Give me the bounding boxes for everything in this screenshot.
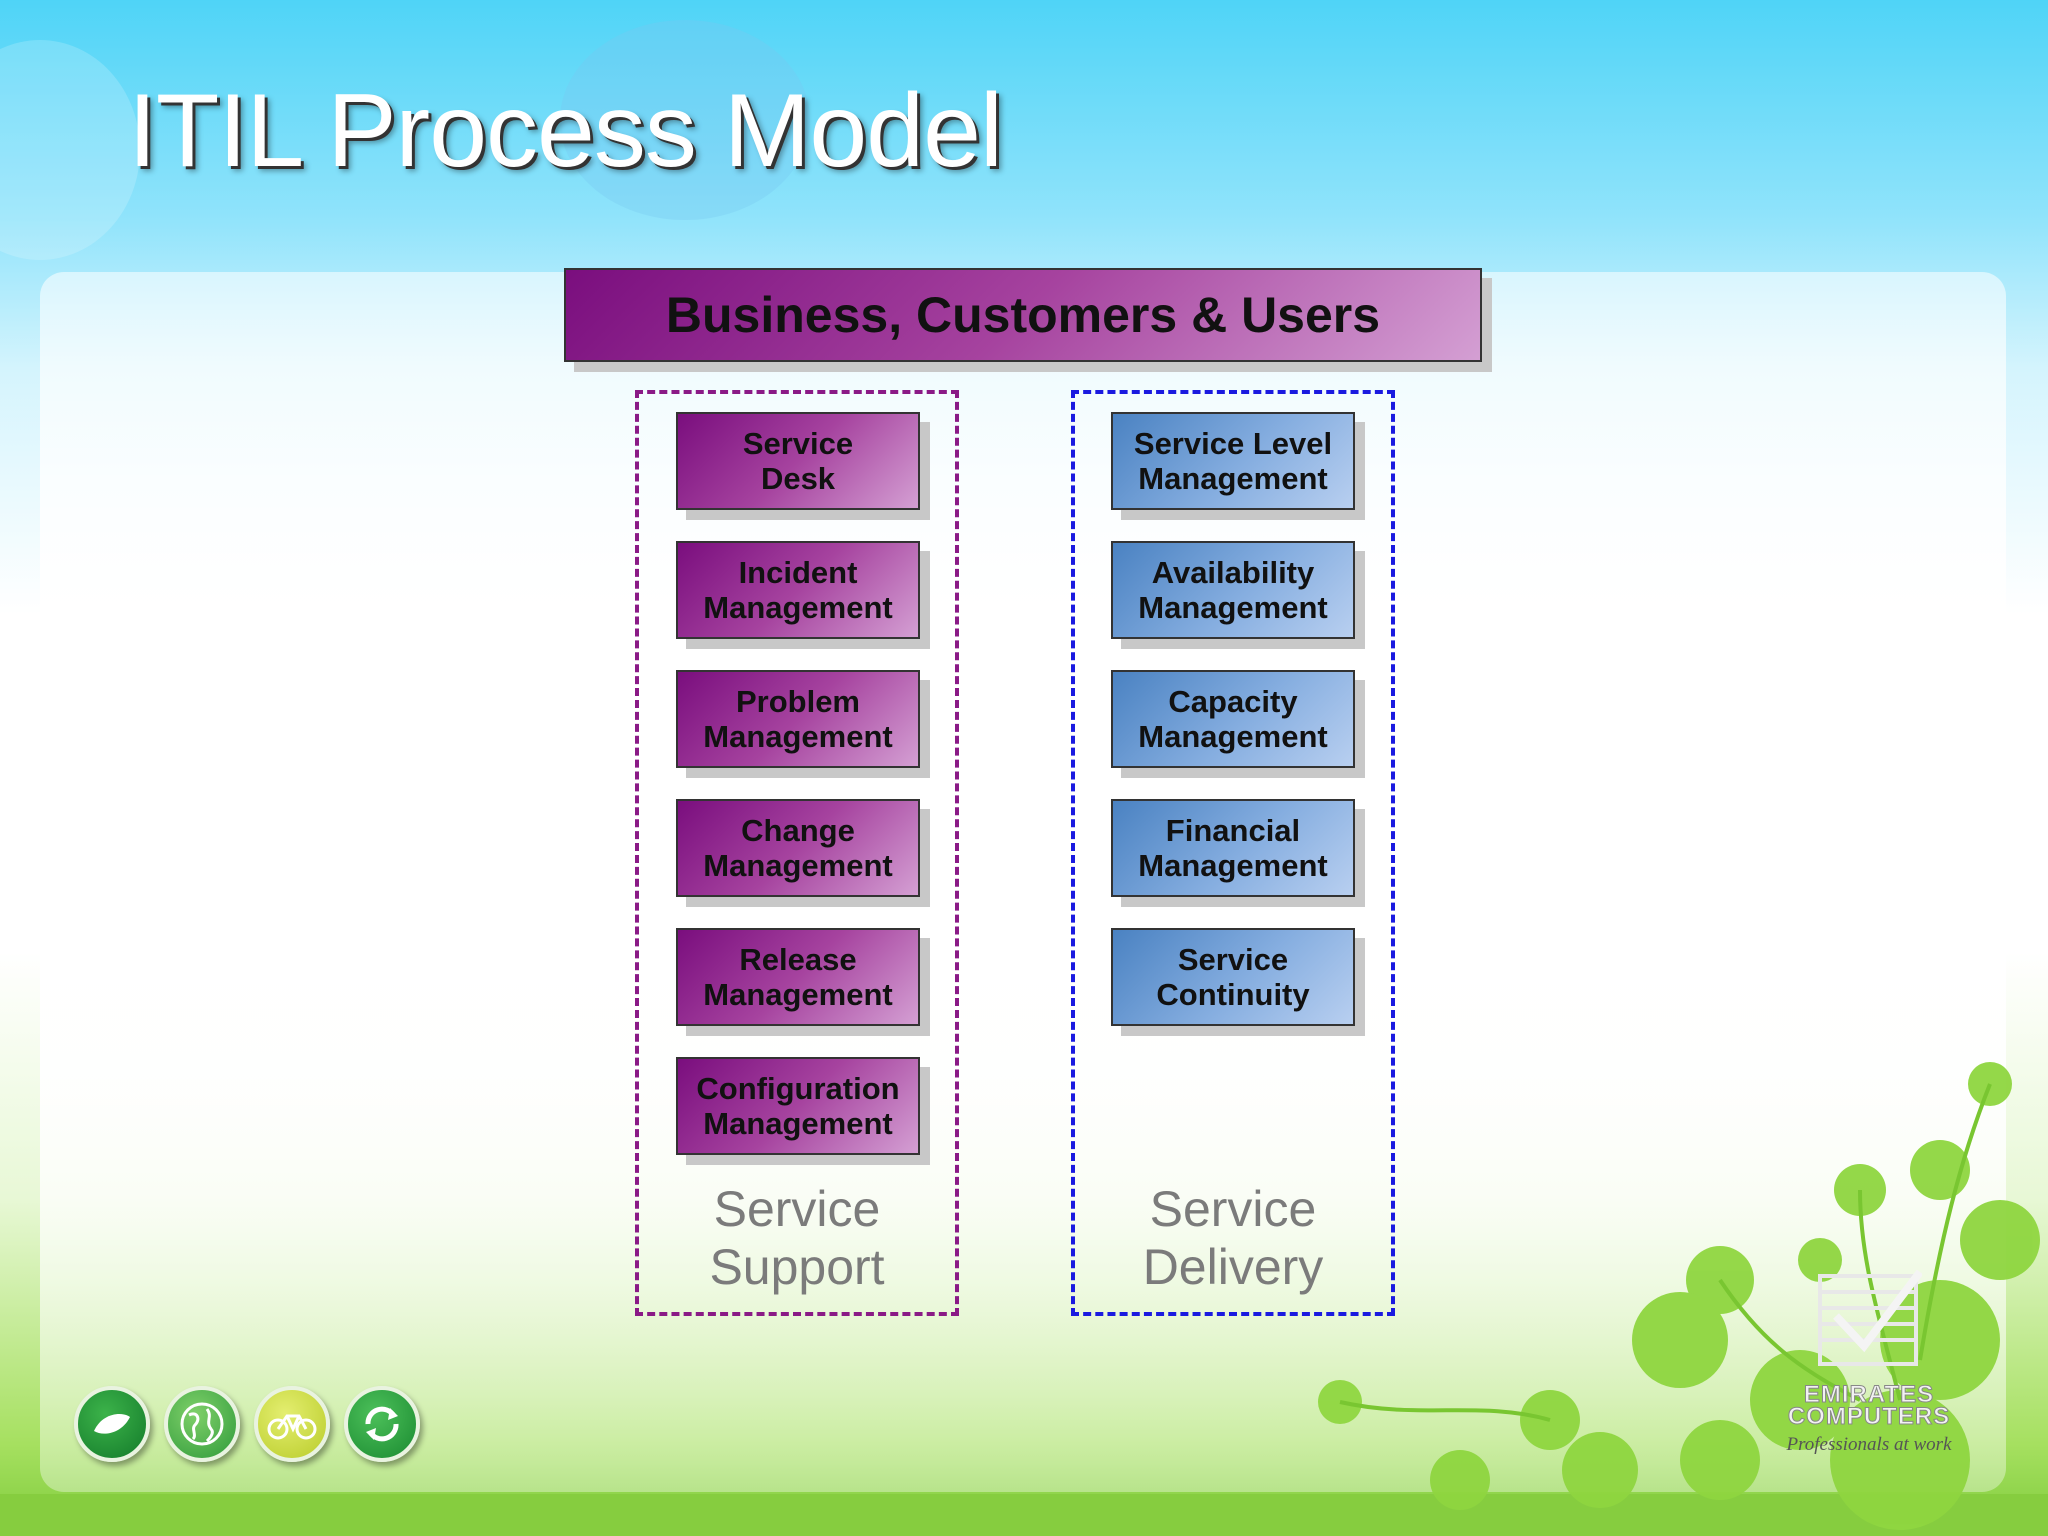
- emirates-computers-logo: EMIRATES COMPUTERS Professionals at work: [1764, 1266, 1974, 1466]
- service-desk-box: Service Desk: [676, 412, 920, 510]
- bicycle-icon: [267, 1414, 317, 1440]
- configuration-management-box: Configuration Management: [676, 1057, 920, 1155]
- problem-management-box: Problem Management: [676, 670, 920, 768]
- logo-tagline: Professionals at work: [1786, 1434, 1952, 1455]
- financial-management-box: Financial Management: [1111, 799, 1355, 897]
- globe-icon: [180, 1402, 224, 1446]
- change-management-box: Change Management: [676, 799, 920, 897]
- release-management-box: Release Management: [676, 928, 920, 1026]
- recycle-button[interactable]: [344, 1386, 420, 1462]
- background-decoration: [0, 40, 140, 260]
- logo-line-2: COMPUTERS: [1787, 1403, 1951, 1430]
- foliage-decoration: [1318, 1062, 2040, 1530]
- service-level-management-box: Service Level Management: [1111, 412, 1355, 510]
- service-continuity-box: Service Continuity: [1111, 928, 1355, 1026]
- leaf-icon: [94, 1413, 130, 1434]
- capacity-management-box: Capacity Management: [1111, 670, 1355, 768]
- recycle-icon: [365, 1406, 399, 1442]
- service-delivery-label: Service Delivery: [1142, 1181, 1324, 1295]
- business-customers-users-label: Business, Customers & Users: [665, 287, 1381, 343]
- logo-line-1: EMIRATES: [1803, 1381, 1935, 1408]
- footer-band: [0, 1494, 2048, 1536]
- incident-management-box: Incident Management: [676, 541, 920, 639]
- service-delivery-group: [1071, 390, 1395, 1316]
- availability-management-box: Availability Management: [1111, 541, 1355, 639]
- bicycle-button[interactable]: [254, 1386, 330, 1462]
- logo-emblem-icon: [1818, 1270, 1922, 1366]
- slide-title: ITIL Process Model: [128, 73, 1003, 189]
- globe-button[interactable]: [164, 1386, 240, 1462]
- leaf-button[interactable]: [74, 1386, 150, 1462]
- content-panel: [40, 272, 2006, 1492]
- service-support-label: Service Support: [709, 1181, 885, 1295]
- business-customers-users-box: Business, Customers & Users: [564, 268, 1482, 362]
- service-support-group: [635, 390, 959, 1316]
